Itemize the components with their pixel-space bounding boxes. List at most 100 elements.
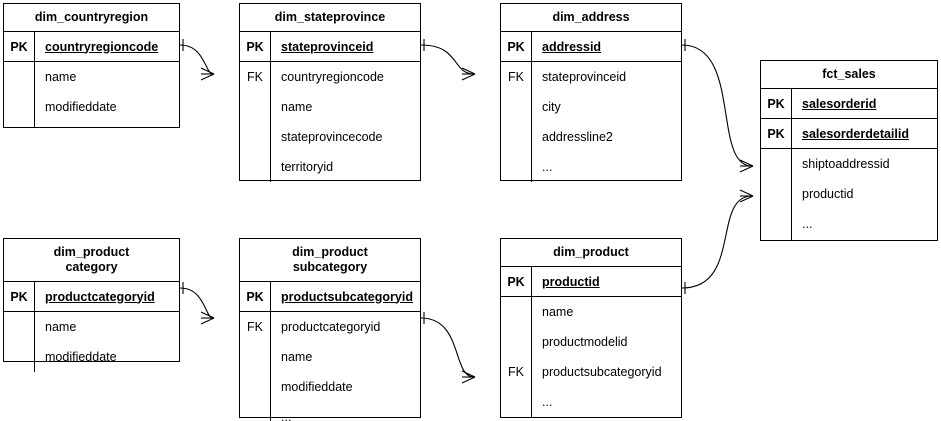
key-gutter: FK	[501, 297, 532, 417]
attribute-row[interactable]: city	[542, 100, 561, 114]
key-row[interactable]: PK addressid	[501, 32, 681, 62]
attribute-row[interactable]: name	[45, 320, 77, 334]
attribute-row[interactable]: productid	[802, 187, 854, 201]
cardinality-many-prong-0	[739, 159, 754, 167]
relationship-line	[681, 44, 753, 167]
relationship-productcategory-to-subcategory[interactable]	[179, 282, 215, 325]
relationship-countryregion-to-stateprovince[interactable]	[179, 39, 215, 81]
cardinality-many-prong-0	[739, 189, 754, 197]
attribute-row[interactable]: modifieddate	[45, 350, 117, 364]
entity-title: dim_address	[501, 4, 681, 32]
key-badge: PK	[4, 32, 35, 61]
relationship-line	[420, 44, 475, 75]
relationship-line	[179, 44, 214, 75]
cardinality-many-prong-2	[461, 376, 476, 384]
attribute-block: shiptoaddressid productid...	[761, 149, 937, 240]
attribute-block: name modifieddate	[4, 62, 179, 127]
relationship-address-to-sales[interactable]	[681, 39, 754, 173]
entity-title: fct_sales	[761, 61, 937, 89]
cardinality-many-prong-0	[200, 311, 215, 319]
attribute-row[interactable]: ...	[542, 160, 553, 174]
attribute-row[interactable]: ...	[281, 410, 292, 421]
key-row[interactable]: PK productcategoryid	[4, 282, 179, 312]
attribute-row[interactable]: ...	[802, 217, 813, 231]
key-badge: PK	[761, 119, 792, 148]
primary-key-field: productcategoryid	[45, 289, 155, 304]
attribute-row[interactable]: productmodelid	[542, 335, 628, 349]
foreign-key-badge: FK	[508, 365, 524, 379]
relationship-line	[179, 287, 214, 319]
primary-key-field: salesorderdetailid	[802, 126, 909, 141]
cardinality-many-prong-2	[200, 73, 215, 81]
primary-key-field: addressid	[542, 39, 602, 54]
cardinality-many-prong-2	[739, 195, 754, 203]
entity-title: dim_product subcategory	[240, 239, 420, 282]
attribute-row[interactable]: countryregioncode	[281, 70, 384, 84]
key-gutter: FK	[240, 62, 271, 182]
cardinality-many-prong-0	[200, 67, 215, 75]
attribute-row[interactable]: ...	[542, 395, 553, 409]
attribute-row[interactable]: name	[542, 305, 574, 319]
relationship-product-to-sales[interactable]	[681, 189, 754, 294]
attribute-row[interactable]: modifieddate	[45, 100, 117, 114]
attribute-list: countryregioncode name stateprovincecode te…	[271, 62, 420, 182]
relationship-stateprovince-to-address[interactable]	[420, 39, 476, 81]
key-badge: PK	[501, 32, 532, 61]
attribute-block: name modifieddate	[4, 312, 179, 372]
attribute-row[interactable]: productsubcategoryid	[542, 365, 662, 379]
attribute-row[interactable]: modifieddate	[281, 380, 353, 394]
relationship-line	[420, 317, 475, 378]
attribute-row[interactable]: addressline2	[542, 130, 613, 144]
attribute-row[interactable]: productcategoryid	[281, 320, 381, 334]
attribute-row[interactable]: territoryid	[281, 160, 334, 174]
key-badge: PK	[240, 282, 271, 311]
key-row[interactable]: PK productsubcategoryid	[240, 282, 420, 312]
key-badge: PK	[761, 89, 792, 118]
key-badge: PK	[240, 32, 271, 61]
cardinality-many-prong-0	[461, 370, 476, 378]
attribute-row[interactable]: name	[45, 70, 77, 84]
attribute-block: FK name productmodelid productsubcategoryid…	[501, 297, 681, 417]
attribute-list: name modifieddate	[35, 312, 179, 372]
attribute-row[interactable]: stateprovinceid	[542, 70, 627, 84]
attribute-block: FK countryregioncode name stateprovincecode…	[240, 62, 420, 182]
attribute-row[interactable]: shiptoaddressid	[802, 157, 890, 171]
key-badge: PK	[4, 282, 35, 311]
key-row[interactable]: PK salesorderid	[761, 89, 937, 119]
attribute-row[interactable]: name	[281, 350, 313, 364]
cardinality-many-prong-0	[461, 67, 476, 75]
key-badge: PK	[501, 267, 532, 296]
attribute-row[interactable]: stateprovincecode	[281, 130, 383, 144]
relationship-subcategory-to-product[interactable]	[420, 312, 476, 384]
primary-key-field: productid	[542, 274, 600, 289]
key-gutter: FK	[240, 312, 271, 421]
primary-key-field: productsubcategoryid	[281, 289, 413, 304]
primary-key-field: salesorderid	[802, 96, 877, 111]
cardinality-many-prong-2	[200, 317, 215, 325]
entity-title: dim_stateprovince	[240, 4, 420, 32]
key-row[interactable]: PK productid	[501, 267, 681, 297]
key-row[interactable]: PK salesorderdetailid	[761, 119, 937, 149]
attribute-list: shiptoaddressid productid...	[792, 149, 937, 240]
attribute-list: productcategoryid name modifieddate...	[271, 312, 420, 421]
key-gutter	[4, 312, 35, 372]
entity-title: dim_product category	[4, 239, 179, 282]
attribute-row[interactable]: name	[281, 100, 313, 114]
attribute-block: FK stateprovinceid city addressline2...	[501, 62, 681, 182]
attribute-list: name productmodelid productsubcategoryid..…	[532, 297, 681, 417]
key-gutter	[4, 62, 35, 127]
entity-title: dim_product	[501, 239, 681, 267]
attribute-block: FK productcategoryid name modifieddate...	[240, 312, 420, 421]
key-gutter: FK	[501, 62, 532, 182]
relationship-line	[681, 195, 753, 289]
